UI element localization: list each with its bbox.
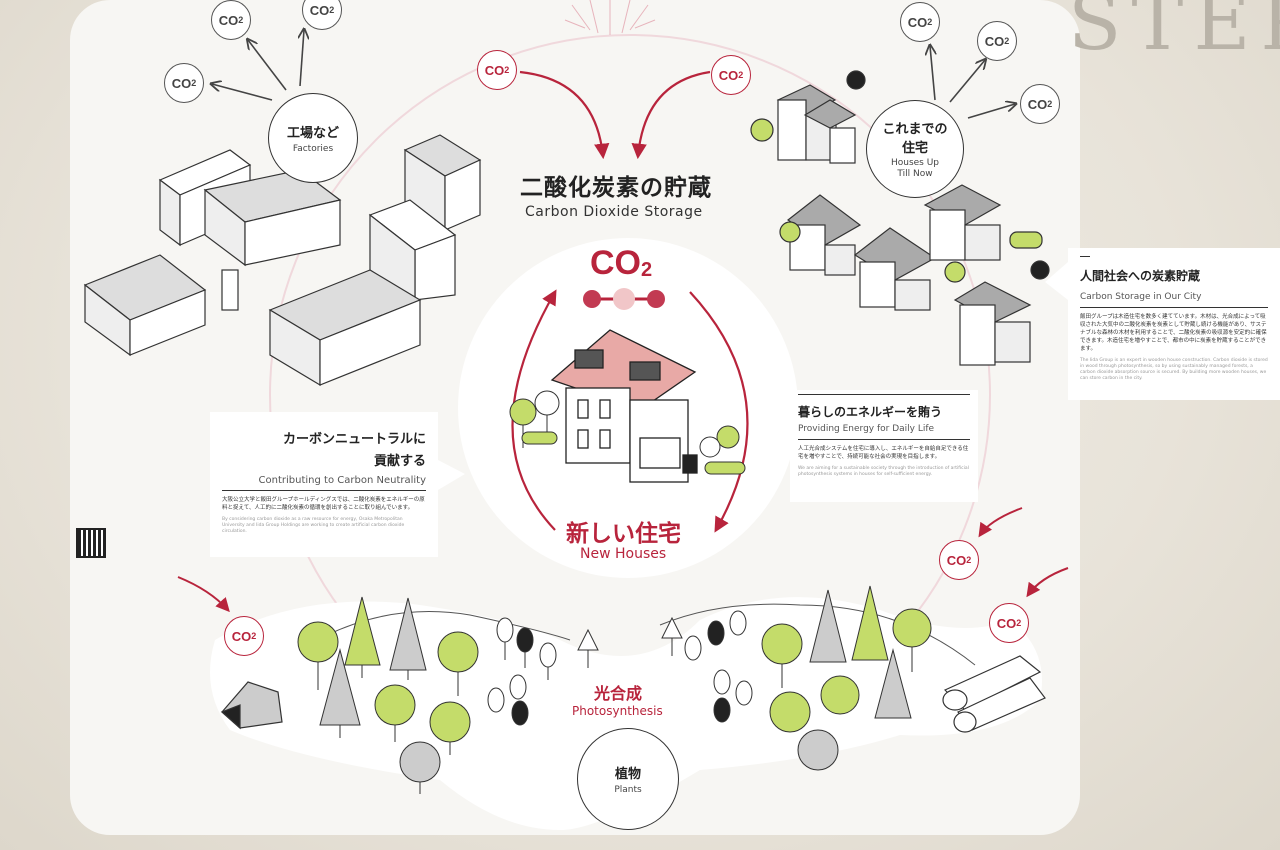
- houses-up-label-en2: Till Now: [897, 169, 933, 179]
- energy-box-title-jp: 暮らしのエネルギーを賄う: [798, 405, 943, 419]
- carbon-box-title-jp1: カーボンニュートラルに: [282, 432, 426, 447]
- carbon-box-tail: [438, 460, 465, 490]
- qr-code-icon[interactable]: [76, 528, 106, 558]
- center-co2-main: CO: [590, 244, 641, 282]
- co2-subscript: 2: [1047, 99, 1053, 109]
- houses-up-label-en1: Houses Up: [890, 158, 940, 169]
- storage-title-jp: 二酸化炭素の貯蔵: [520, 175, 712, 201]
- arrow-factory-2: [248, 40, 287, 91]
- arrow-cycle-right: [689, 291, 749, 533]
- carbon-box-title-jp2: 貢献する: [373, 454, 426, 469]
- co2-text: CO: [171, 75, 192, 91]
- co2-subscript: 2: [238, 15, 244, 25]
- co2-text: CO: [718, 67, 739, 83]
- energy-box-body-jp: 人工光合成システムを住宅に導入し、エネルギーを自給自足できる住宅を増やすことで、…: [798, 446, 969, 460]
- plants-badge: 植物 Plants: [577, 728, 679, 830]
- new-houses-title-en: New Houses: [580, 546, 667, 562]
- energy-box: 暮らしのエネルギーを賄う Providing Energy for Daily …: [790, 390, 978, 502]
- step-heading: STEP: [1068, 0, 1280, 68]
- arrow-factory-3: [300, 30, 304, 87]
- co2-subscript: 2: [191, 78, 197, 88]
- co2-subscript: 2: [927, 17, 933, 27]
- co2-subscript: 2: [1004, 36, 1010, 46]
- sun-icon: [564, 0, 656, 35]
- city-box-tail: [1045, 262, 1068, 300]
- plants-label-jp: 植物: [614, 766, 641, 782]
- city-box-title-jp: 人間社会への炭素貯蔵: [1080, 269, 1201, 283]
- houses-up-label-jp2: 住宅: [901, 141, 928, 157]
- houses-up-label-jp1: これまでの: [882, 122, 948, 138]
- energy-box-title-en: Providing Energy for Daily Life: [798, 424, 935, 434]
- center-co2-label: CO2: [590, 244, 652, 283]
- co2-molecule-icon: [583, 288, 665, 310]
- forest-ground-line: [299, 603, 976, 666]
- houses-up-badge: これまでの 住宅 Houses Up Till Now: [866, 100, 964, 198]
- carbon-neutrality-box: カーボンニュートラルに 貢献する Contributing to Carbon …: [210, 412, 438, 557]
- co2-text: CO: [907, 14, 928, 30]
- co2-text: CO: [309, 2, 330, 18]
- arrow-house-3: [967, 104, 1015, 119]
- co2-subscript: 2: [738, 70, 744, 80]
- storage-title-en: Carbon Dioxide Storage: [525, 204, 703, 220]
- factories-badge: 工場など Factories: [268, 93, 358, 183]
- co2-text: CO: [218, 12, 239, 28]
- forest-trees-icon: [297, 585, 932, 794]
- photosynthesis-label-jp: 光合成: [594, 684, 643, 703]
- energy-box-tail: [768, 420, 790, 452]
- new-houses-title-jp: 新しい住宅: [566, 521, 681, 547]
- co2-subscript: 2: [504, 65, 510, 75]
- co2-subscript: 2: [251, 631, 257, 641]
- center-trees-icon: [509, 390, 746, 475]
- city-storage-box: 人間社会への炭素貯蔵 Carbon Storage in Our City 飯田…: [1068, 248, 1280, 400]
- old-houses-illustration: [750, 70, 1050, 366]
- plants-label-en: Plants: [614, 784, 642, 795]
- co2-text: CO: [946, 552, 967, 568]
- arrow-house-2: [949, 60, 985, 103]
- center-co2-sub: 2: [641, 259, 653, 281]
- new-house-icon: [550, 329, 698, 483]
- co2-subscript: 2: [966, 555, 972, 565]
- arrow-right-top: [631, 70, 711, 160]
- co2-text: CO: [984, 33, 1005, 49]
- arrow-cycle-left: [511, 289, 557, 531]
- co2-text: CO: [1027, 96, 1048, 112]
- city-box-body-en: The Iida Group is an expert in wooden ho…: [1080, 357, 1268, 382]
- carbon-box-title-en: Contributing to Carbon Neutrality: [258, 475, 426, 486]
- energy-box-body-en: We are aiming for a sustainable society …: [798, 465, 969, 477]
- co2-subscript: 2: [1016, 618, 1022, 628]
- arrow-house-1: [930, 46, 935, 101]
- arrow-factory-1: [212, 84, 273, 101]
- arrow-right-1: [978, 507, 1023, 538]
- factories-label-en: Factories: [292, 143, 334, 154]
- co2-text: CO: [484, 62, 505, 78]
- rock-icon: [220, 681, 283, 730]
- photosynthesis-label-en: Photosynthesis: [572, 704, 663, 718]
- arrow-right-2: [1026, 567, 1069, 598]
- carbon-box-body-en: By considering carbon dioxide as a raw r…: [222, 516, 405, 535]
- city-box-body-jp: 飯田グループは木造住宅を数多く建てています。木材は、光合成によって吸収された大気…: [1080, 314, 1267, 352]
- factories-label-jp: 工場など: [286, 125, 339, 141]
- carbon-box-body-jp: 大阪公立大学と飯田グループホールディングスでは、二酸化炭素をエネルギーの原料と捉…: [222, 497, 425, 511]
- co2-text: CO: [231, 628, 252, 644]
- co2-text: CO: [996, 615, 1017, 631]
- logs-icon: [942, 655, 1046, 733]
- arrow-plants-left: [177, 576, 230, 613]
- city-box-title-en: Carbon Storage in Our City: [1080, 292, 1202, 302]
- factories-illustration: [83, 134, 482, 387]
- co2-subscript: 2: [329, 5, 335, 15]
- arrow-left-top: [519, 70, 610, 160]
